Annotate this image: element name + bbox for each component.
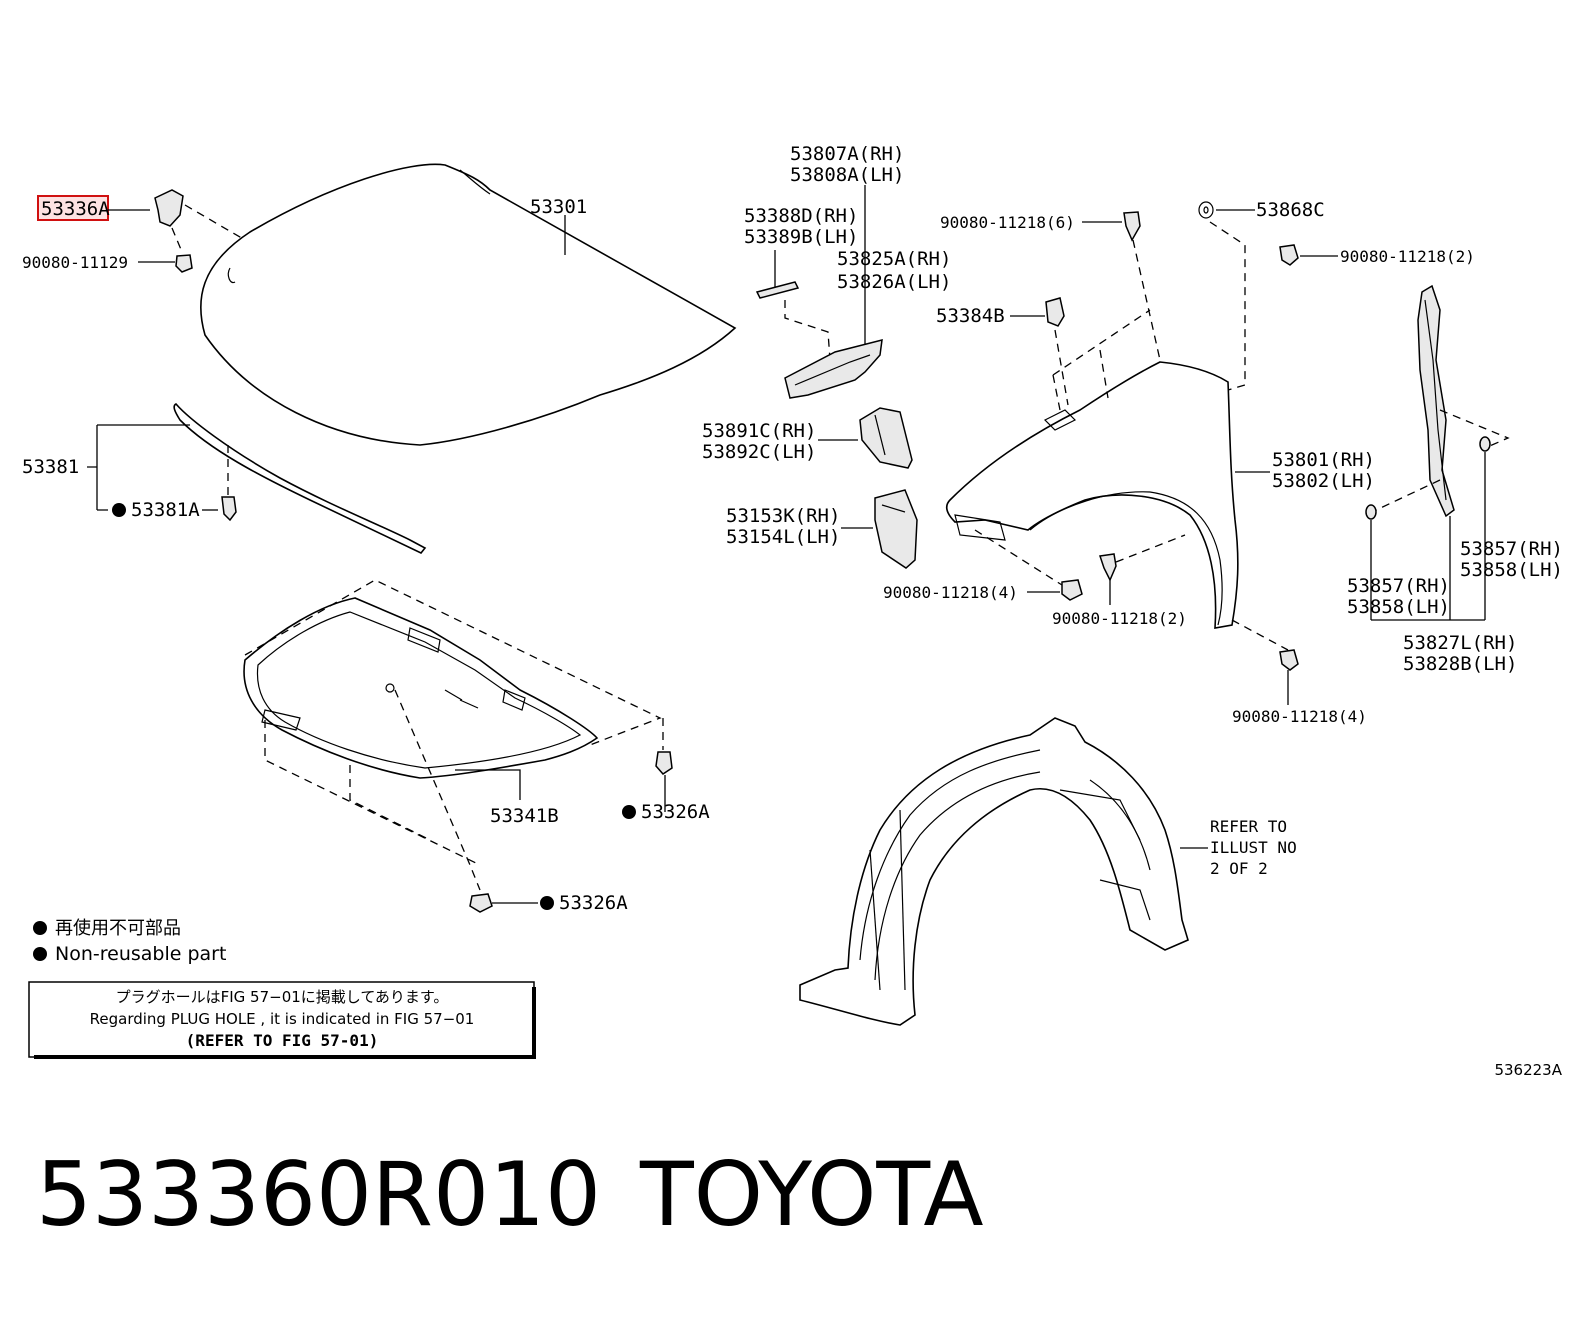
dashed-link (1115, 534, 1186, 563)
dashed-link (1052, 374, 1061, 411)
callout-53808a[interactable]: 53808A(LH) (790, 164, 904, 186)
callout-53802[interactable]: 53802(LH) (1272, 470, 1375, 492)
bolt-icon (1099, 553, 1117, 582)
hood-support-bracket[interactable] (784, 338, 883, 399)
clip-icon (1479, 436, 1491, 452)
bolt-icon (1123, 211, 1141, 242)
callout-53384b[interactable]: 53384B (936, 305, 1005, 327)
fender-bracket-53891c[interactable] (859, 407, 913, 469)
callout-53825a[interactable]: 53825A(RH) (837, 248, 951, 270)
note-en: Regarding PLUG HOLE , it is indicated in… (90, 1010, 475, 1028)
bolt-icon (1061, 579, 1083, 601)
dashed-link (244, 579, 662, 746)
dashed-link (1371, 479, 1441, 513)
seal-strip[interactable] (755, 281, 800, 299)
dashed-link (184, 204, 246, 241)
bolt-icon (1279, 649, 1299, 671)
callout-53381[interactable]: 53381 (22, 456, 79, 478)
dashed-link (1099, 349, 1109, 399)
non-reusable-dot (540, 896, 554, 910)
dashed-link (784, 300, 831, 361)
note-jp: プラグホールはFIG 57−01に掲載してあります。 (116, 988, 449, 1006)
callout-53801[interactable]: 53801(RH) (1272, 449, 1375, 471)
callout-53388d[interactable]: 53388D(RH) (744, 205, 858, 227)
callout-53153k[interactable]: 53153K(RH) (726, 505, 840, 527)
legend-dot-icon (33, 947, 47, 961)
dashed-link (1439, 409, 1510, 449)
clip-icon (1365, 504, 1377, 520)
hood-panel[interactable] (199, 163, 737, 446)
hood-seal[interactable] (173, 403, 427, 555)
note-box (28, 981, 536, 1059)
dashed-link (1231, 619, 1289, 651)
front-fender[interactable] (945, 361, 1239, 629)
dashed-link (264, 720, 481, 866)
fender-liner[interactable] (799, 717, 1189, 1026)
callout-53389b[interactable]: 53389B(LH) (744, 226, 858, 248)
callout-53154l[interactable]: 53154L(LH) (726, 526, 840, 548)
product-brand: TOYOTA (639, 1143, 984, 1246)
refer-text-line3: 2 OF 2 (1210, 859, 1268, 878)
cushion-icon (1045, 297, 1065, 327)
non-reusable-dot (622, 805, 636, 819)
refer-text-line1: REFER TO (1210, 817, 1287, 836)
dashed-link (974, 529, 1063, 586)
legend-en: Non-reusable part (55, 943, 226, 965)
callout-90080-11218-2a[interactable]: 90080-11218(2) (1340, 247, 1475, 266)
callout-90080-11218-4a[interactable]: 90080-11218(4) (883, 583, 1018, 602)
insulator-leader (455, 769, 521, 800)
illustration-code: 536223A (1494, 1061, 1562, 1079)
clip-icon (655, 751, 673, 775)
callout-53381a[interactable]: 53381A (131, 499, 200, 521)
dashed-link (171, 227, 183, 253)
callout-53826a[interactable]: 53826A(LH) (837, 271, 951, 293)
callout-53892c[interactable]: 53892C(LH) (702, 441, 816, 463)
non-reusable-dot (112, 503, 126, 517)
dashed-link (1054, 329, 1069, 406)
clip-icon (221, 496, 237, 522)
callout-90080-11218-2b[interactable]: 90080-11218(2) (1052, 609, 1187, 628)
bolt-icon (175, 254, 193, 273)
callout-53858a[interactable]: 53858(LH) (1460, 559, 1563, 581)
callout-53857a[interactable]: 53857(RH) (1460, 538, 1563, 560)
clip-icon (469, 893, 493, 913)
legend-jp: 再使用不可部品 (55, 918, 181, 939)
product-part-number: 533360R010 (36, 1143, 601, 1246)
bolt-icon (1279, 244, 1299, 266)
note-ref: (REFER TO FIG 57-01) (186, 1031, 379, 1050)
callout-90080-11218-4b[interactable]: 90080-11218(4) (1232, 707, 1367, 726)
dashed-link (394, 689, 481, 891)
hood-bracket[interactable] (154, 189, 184, 227)
highlight-box (37, 195, 109, 221)
legend-dot-icon (33, 921, 47, 935)
callout-53868c[interactable]: 53868C (1256, 199, 1325, 221)
dashed-link (1132, 239, 1161, 361)
callout-53858b[interactable]: 53858(LH) (1347, 596, 1450, 618)
fender-bracket-53153k[interactable] (874, 489, 918, 569)
refer-text-line2: ILLUST NO (1210, 838, 1297, 857)
callout-53301[interactable]: 53301 (530, 196, 587, 218)
callout-53336a[interactable]: 53336A (41, 198, 110, 220)
hood-insulator[interactable] (243, 597, 599, 779)
callout-53326a-2[interactable]: 53326A (559, 892, 628, 914)
fender-seal[interactable] (1417, 284, 1455, 518)
callout-53891c[interactable]: 53891C(RH) (702, 420, 816, 442)
callout-53827l[interactable]: 53827L(RH) (1403, 632, 1517, 654)
callout-53857b[interactable]: 53857(RH) (1347, 575, 1450, 597)
callout-53326a-1[interactable]: 53326A (641, 801, 710, 823)
dashed-link (1052, 309, 1151, 376)
callout-90080-11129[interactable]: 90080-11129 (22, 253, 128, 272)
dashed-link (349, 765, 431, 841)
dashed-link (1209, 221, 1246, 391)
callout-53828b[interactable]: 53828B(LH) (1403, 653, 1517, 675)
callout-53341b[interactable]: 53341B (490, 805, 559, 827)
callout-53807a[interactable]: 53807A(RH) (790, 143, 904, 165)
washer-icon (1198, 201, 1214, 219)
seal-leader (87, 424, 190, 511)
callout-90080-11218-6[interactable]: 90080-11218(6) (940, 213, 1075, 232)
